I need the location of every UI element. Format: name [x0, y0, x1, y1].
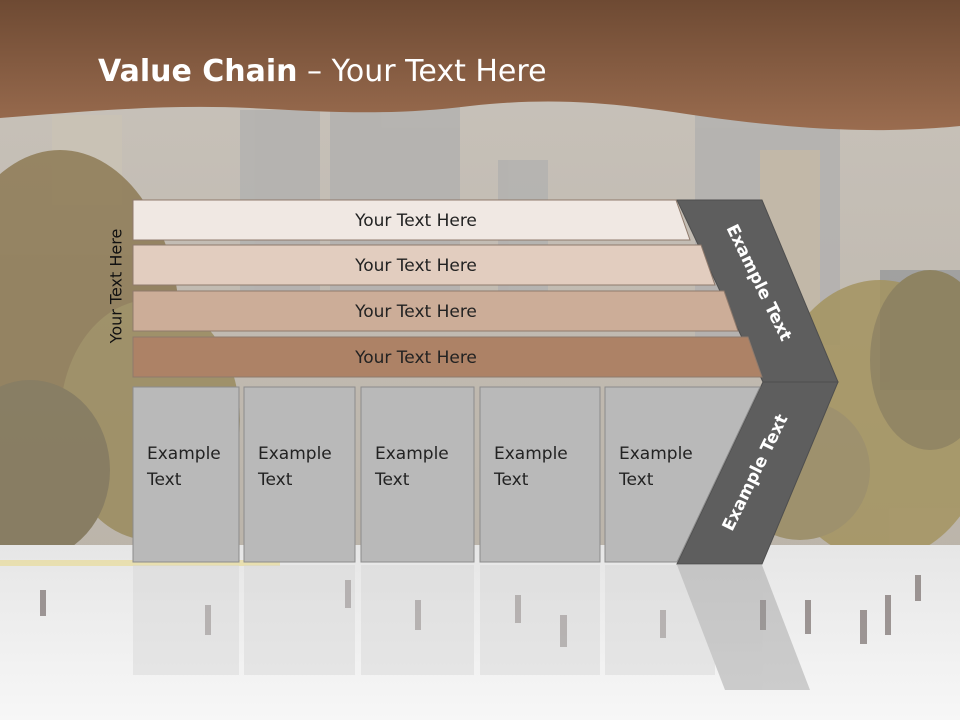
- activity-row-label: Your Text Here: [354, 302, 477, 322]
- support-column-label: Example: [619, 444, 693, 464]
- support-column-1: [132, 386, 240, 563]
- activity-row-4: [132, 336, 763, 378]
- activity-row-3: [132, 290, 739, 332]
- support-column-label: Example: [147, 444, 221, 464]
- column-reflection: [133, 565, 239, 675]
- support-column-label: Example: [258, 444, 332, 464]
- column-reflection: [605, 565, 715, 675]
- support-column-2: [243, 386, 356, 563]
- title-rest: – Your Text Here: [297, 54, 547, 89]
- slide-title: Value Chain – Your Text Here: [98, 54, 547, 89]
- column-reflection: [244, 565, 355, 675]
- activity-row-label: Your Text Here: [354, 348, 477, 368]
- activity-row-1: [132, 199, 691, 241]
- support-column-label: Text: [374, 470, 410, 490]
- column-reflection: [361, 565, 474, 675]
- activity-row-label: Your Text Here: [354, 211, 477, 231]
- support-column-label: Text: [618, 470, 654, 490]
- support-column-label: Text: [146, 470, 182, 490]
- column-reflection: [480, 565, 600, 675]
- support-column-5: [604, 386, 761, 563]
- title-bold: Value Chain: [98, 54, 298, 89]
- support-column-label: Text: [493, 470, 529, 490]
- arrow-reflection: [677, 565, 810, 690]
- activity-row-2: [132, 244, 716, 286]
- reflection: [133, 565, 810, 690]
- support-column-label: Example: [375, 444, 449, 464]
- support-column-4: [479, 386, 601, 563]
- support-column-3: [360, 386, 475, 563]
- support-column-label: Example: [494, 444, 568, 464]
- support-column-label: Text: [257, 470, 293, 490]
- arrow-lower: [676, 381, 839, 565]
- activity-row-label: Your Text Here: [354, 256, 477, 276]
